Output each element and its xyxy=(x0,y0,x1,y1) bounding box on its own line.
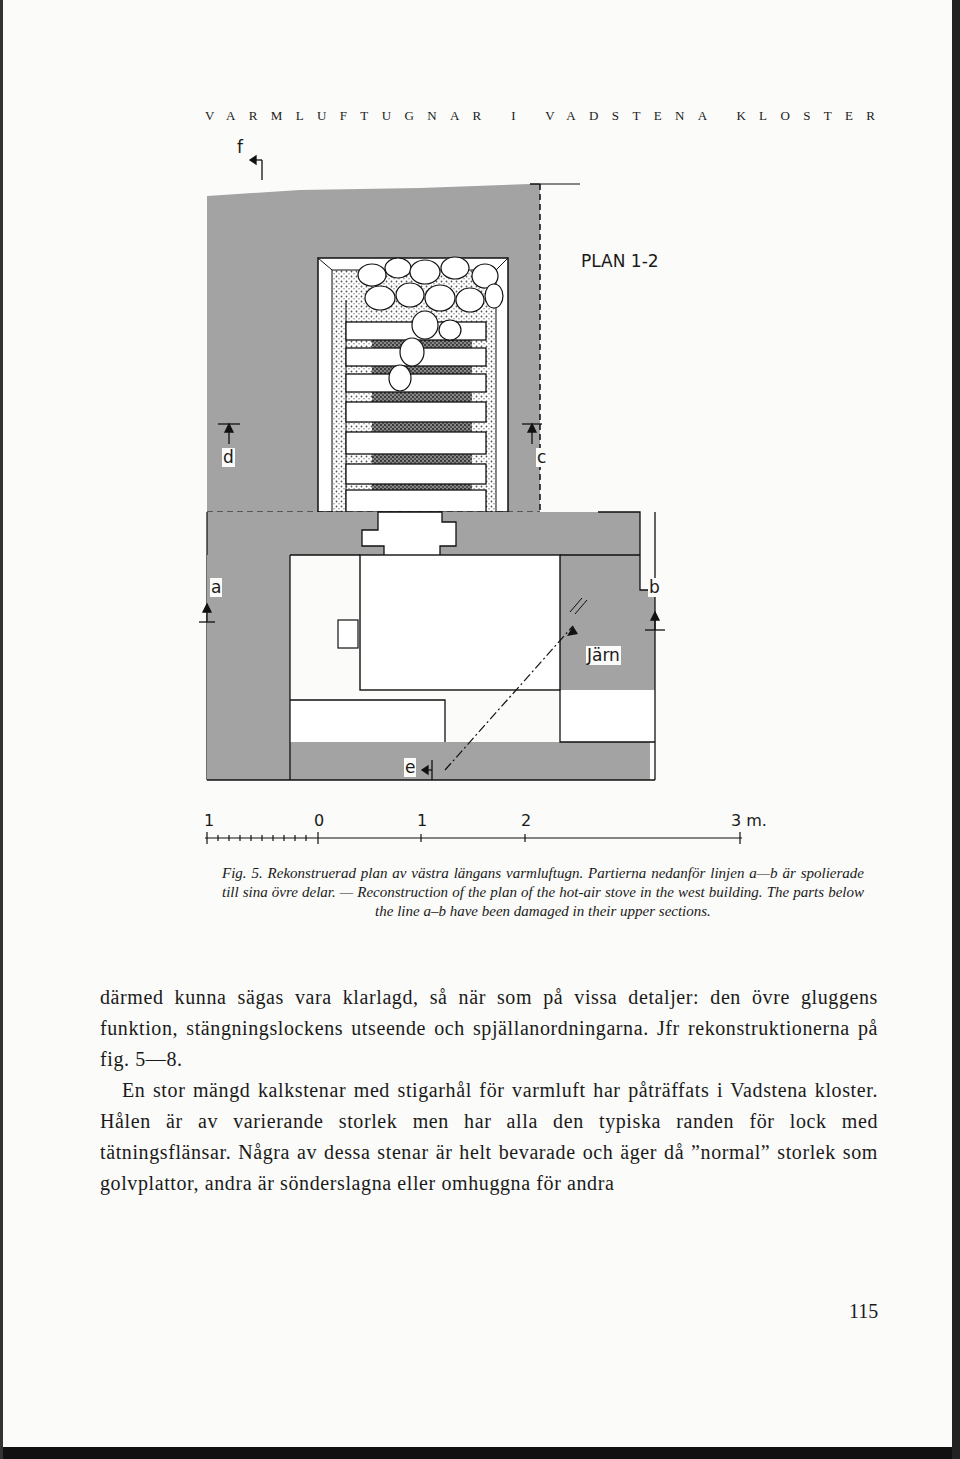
section-letter: b xyxy=(648,578,661,597)
scale-number: 1 xyxy=(203,812,215,830)
section-letter: e xyxy=(404,758,416,777)
figure-caption: Fig. 5. Rekonstruerad plan av västra län… xyxy=(222,864,864,921)
scale-number: 1 xyxy=(416,812,428,830)
body-paragraph: därmed kunna sägas vara klarlagd, så när… xyxy=(100,982,878,1075)
section-letter: d xyxy=(222,448,235,467)
plan-label: PLAN 1-2 xyxy=(580,252,660,271)
scale-unit: 3 m. xyxy=(730,812,768,830)
page-number: 115 xyxy=(848,1300,879,1322)
section-letter: a xyxy=(210,578,222,597)
body-paragraph: En stor mängd kalkstenar med stigarhål f… xyxy=(100,1075,878,1199)
scale-number: 0 xyxy=(313,812,325,830)
material-label: Järn xyxy=(586,646,621,665)
section-letter: f xyxy=(236,138,244,157)
running-header: VARMLUFTUGNAR I VADSTENA KLOSTER xyxy=(205,108,888,124)
scale-number: 2 xyxy=(520,812,532,830)
section-letter: c xyxy=(536,448,547,467)
